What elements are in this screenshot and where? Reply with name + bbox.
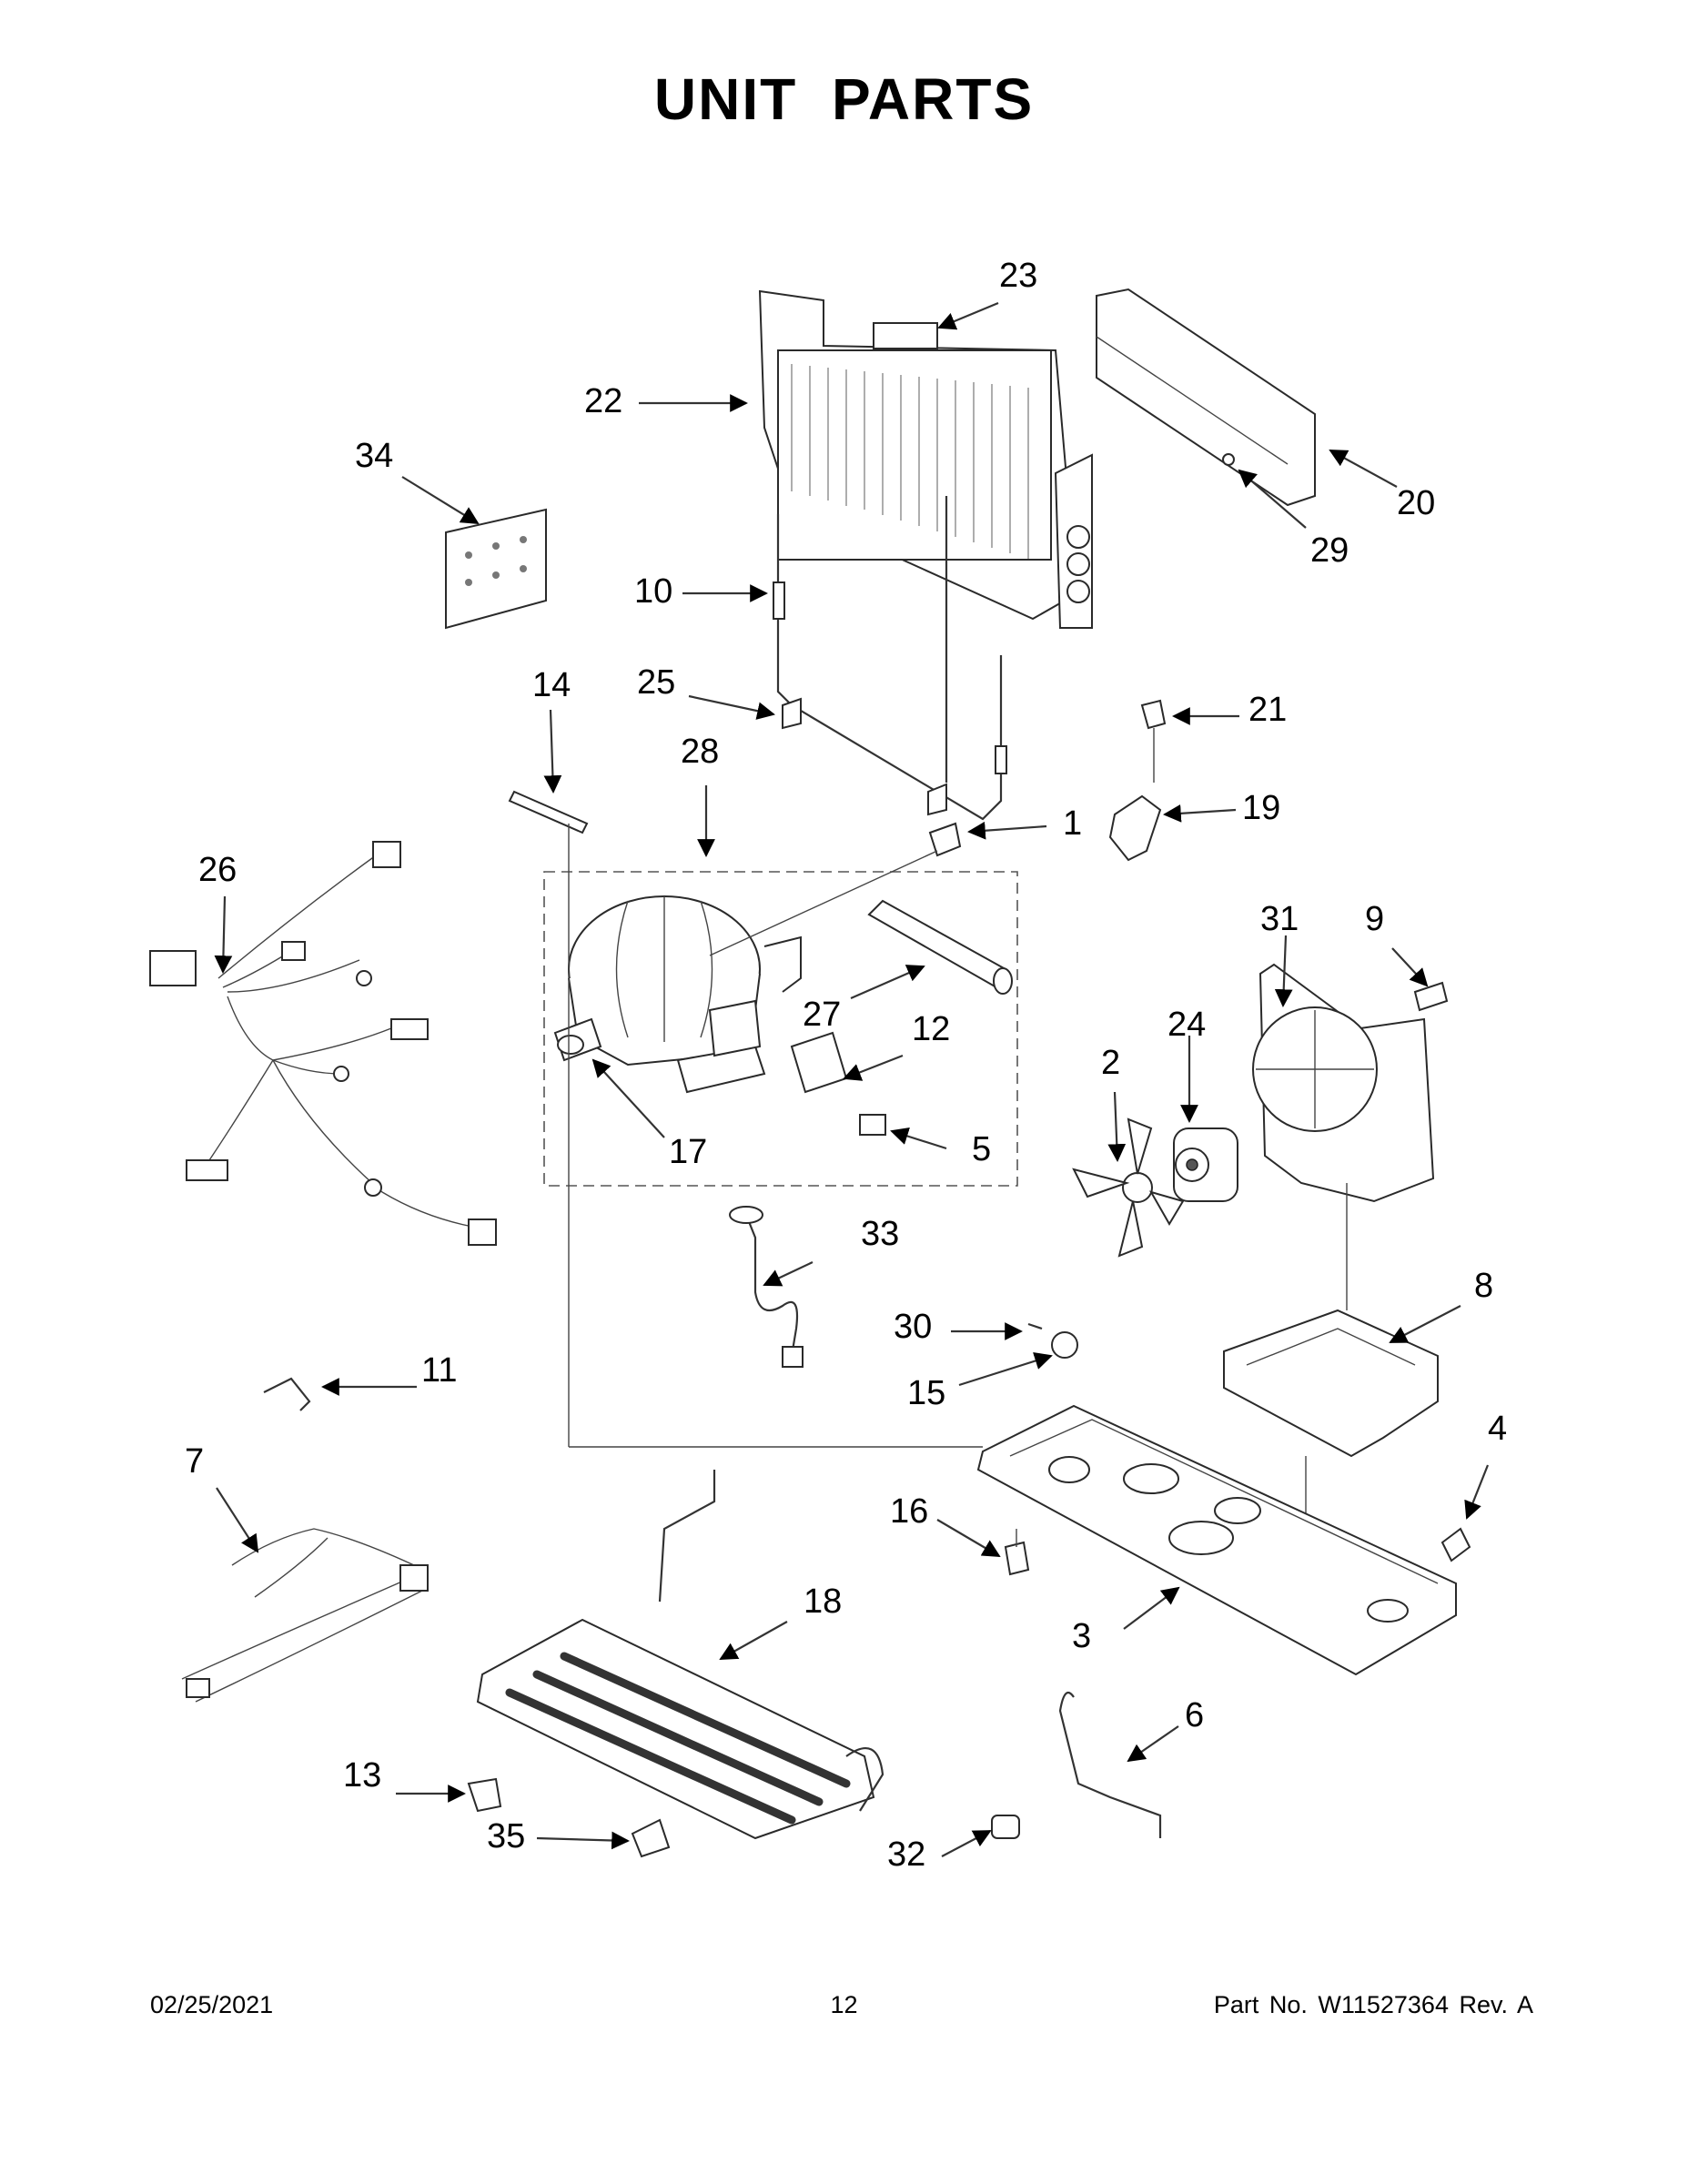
pin-30 xyxy=(1027,1322,1043,1330)
screw-29 xyxy=(1222,453,1235,466)
bolt-1 xyxy=(928,822,962,857)
callout-30: 30 xyxy=(894,1308,932,1346)
callout-24: 24 xyxy=(1167,1006,1206,1044)
part-32 xyxy=(991,1815,1020,1839)
callout-29: 29 xyxy=(1310,531,1349,570)
compressor xyxy=(553,895,802,1094)
callout-26: 26 xyxy=(198,851,237,889)
strap-14 xyxy=(508,790,589,834)
callout-9: 9 xyxy=(1365,900,1384,938)
screw-9 xyxy=(1413,981,1449,1012)
evaporator xyxy=(758,289,1093,629)
callout-17: 17 xyxy=(669,1133,707,1171)
footer-part-number: Part No. W11527364 Rev. A xyxy=(1213,1991,1533,2018)
condenser-coil xyxy=(476,1470,884,1840)
screw-16 xyxy=(1004,1541,1030,1576)
callout-21: 21 xyxy=(1248,691,1287,729)
thermistor xyxy=(773,581,785,620)
condensate-tray xyxy=(1223,1309,1439,1458)
callout-13: 13 xyxy=(343,1756,381,1795)
screw-21 xyxy=(1140,699,1167,730)
drain-tube xyxy=(744,1214,799,1357)
grommet-15 xyxy=(1051,1331,1078,1359)
callout-18: 18 xyxy=(804,1582,842,1621)
callout-1: 1 xyxy=(1063,804,1082,843)
callout-35: 35 xyxy=(487,1817,525,1855)
part-35 xyxy=(631,1818,671,1858)
footer-page-number: 12 xyxy=(830,1991,858,2018)
condenser-fan-blade xyxy=(1072,1117,1185,1258)
callout-2: 2 xyxy=(1101,1044,1120,1082)
callout-19: 19 xyxy=(1242,789,1280,827)
evaporator-cover xyxy=(1096,288,1316,507)
callout-3: 3 xyxy=(1072,1617,1091,1655)
grommet xyxy=(557,1035,584,1055)
callout-4: 4 xyxy=(1488,1410,1507,1448)
control-board xyxy=(445,508,547,630)
fan-motor xyxy=(1173,1127,1238,1202)
callout-34: 34 xyxy=(355,437,393,475)
overload-cap xyxy=(859,1114,886,1136)
callout-10: 10 xyxy=(634,572,672,611)
wire-6 xyxy=(1058,1691,1162,1838)
callout-28: 28 xyxy=(681,733,719,771)
callout-12: 12 xyxy=(912,1010,950,1048)
clip-13 xyxy=(467,1777,502,1813)
callout-25: 25 xyxy=(637,663,675,702)
callout-labels: 1 2 3 4 5 6 7 8 9 10 11 12 13 14 15 16 1… xyxy=(185,257,1507,1874)
callout-11: 11 xyxy=(421,1351,457,1390)
callout-31: 31 xyxy=(1260,900,1299,938)
start-relay xyxy=(790,1031,848,1094)
wire-harness xyxy=(149,841,497,1246)
callout-15: 15 xyxy=(907,1374,945,1412)
callout-14: 14 xyxy=(532,666,571,704)
bracket-19 xyxy=(1108,794,1162,862)
callout-32: 32 xyxy=(887,1835,925,1874)
clip-11 xyxy=(263,1377,311,1411)
harness-7 xyxy=(181,1528,429,1703)
callout-23: 23 xyxy=(999,257,1037,295)
label-part-23 xyxy=(873,322,938,349)
filter-drier xyxy=(867,899,1007,989)
callout-16: 16 xyxy=(890,1492,928,1531)
compressor-assembly-outline xyxy=(543,871,1018,1187)
callout-5: 5 xyxy=(972,1130,991,1168)
callout-6: 6 xyxy=(1185,1696,1204,1734)
callout-22: 22 xyxy=(584,382,622,420)
callout-7: 7 xyxy=(185,1442,204,1481)
callout-8: 8 xyxy=(1474,1267,1493,1305)
callout-33: 33 xyxy=(861,1215,899,1253)
bolt-4 xyxy=(1440,1527,1471,1562)
callout-20: 20 xyxy=(1397,484,1435,522)
callout-27: 27 xyxy=(803,996,841,1034)
footer-date: 02/25/2021 xyxy=(150,1991,274,2018)
page-title: UNIT PARTS xyxy=(653,66,1035,132)
